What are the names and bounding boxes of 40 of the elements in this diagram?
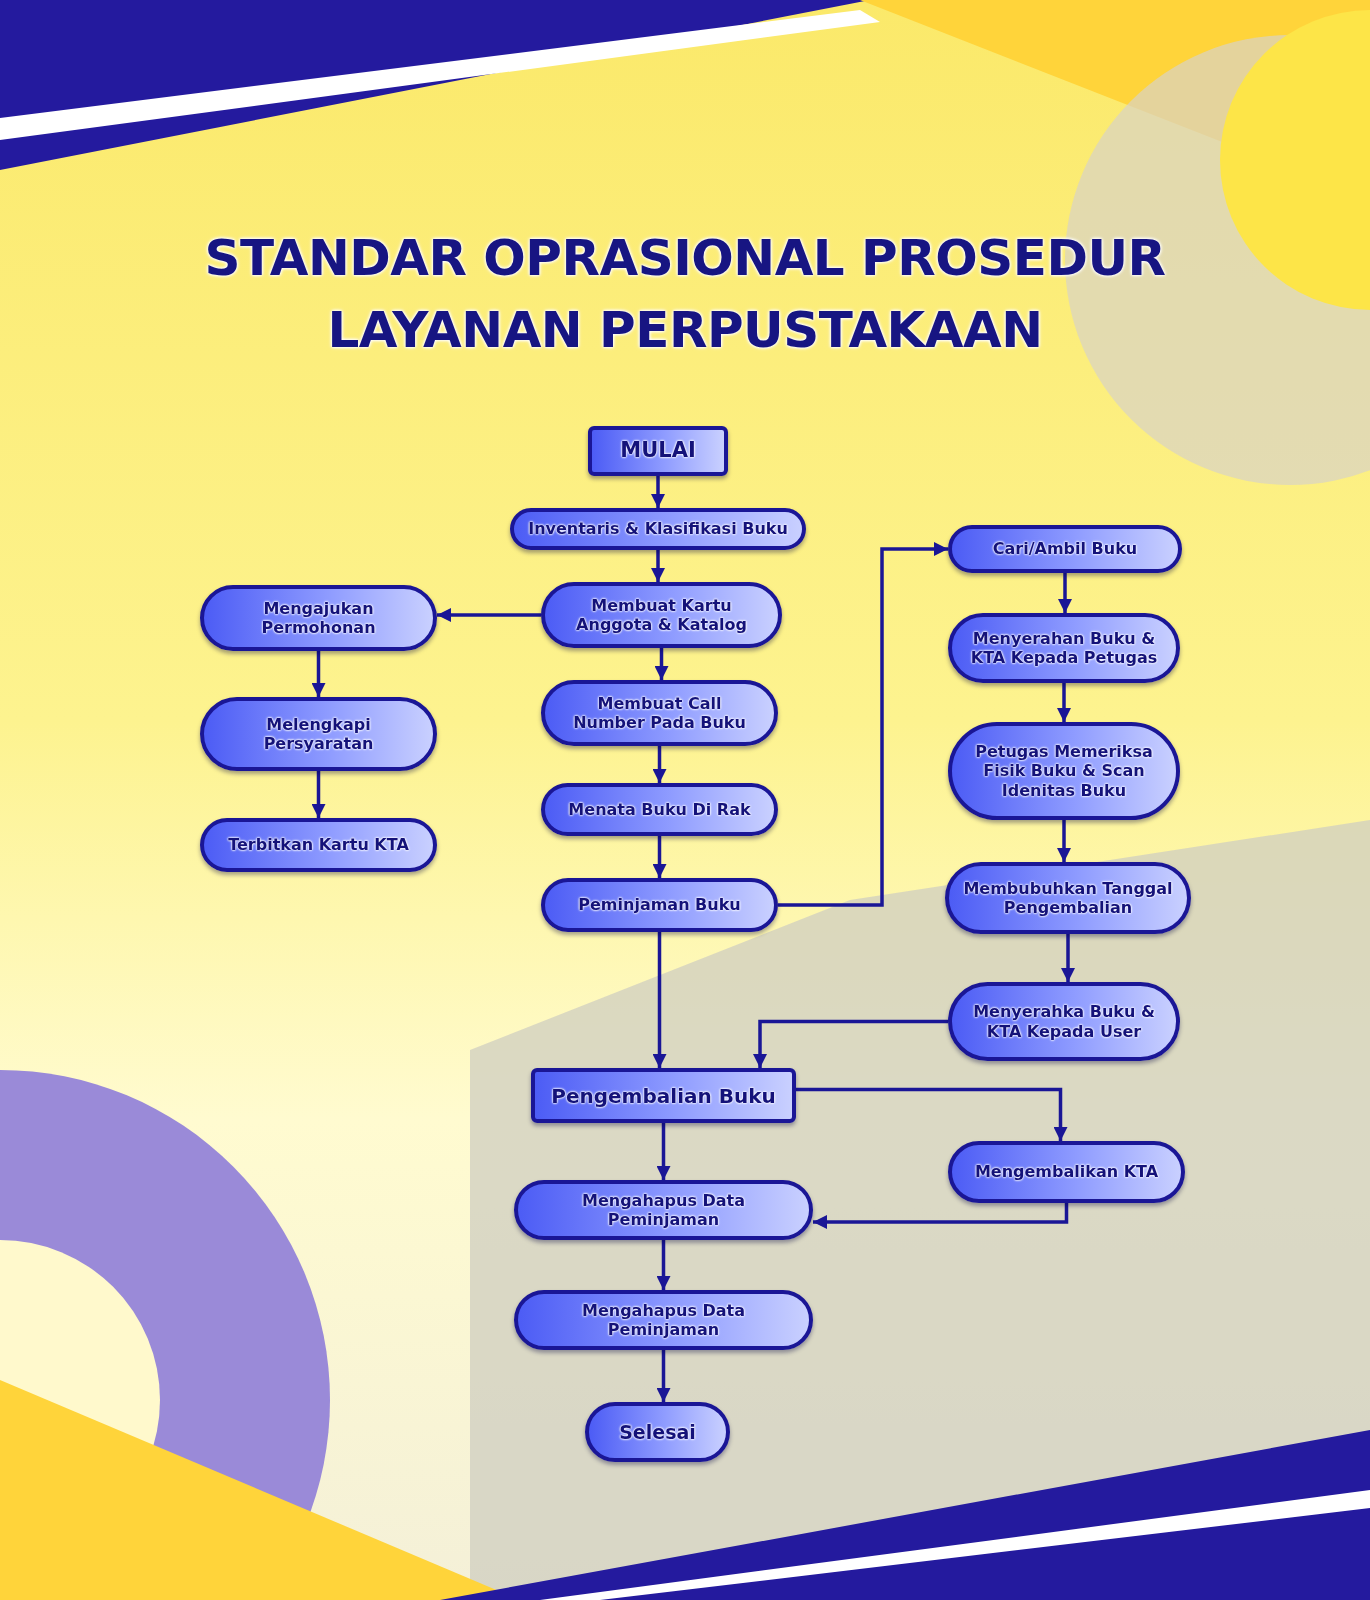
process-step: Mengajukan Permohonan [200,585,437,651]
process-step: Membuat Call Number Pada Buku [541,680,778,746]
process-step: Menyerahan Buku & KTA Kepada Petugas [948,613,1180,683]
arrow [651,550,665,582]
process-step: Pengembalian Buku [531,1068,796,1123]
arrow [1061,934,1075,982]
arrow [1058,573,1072,613]
process-step: Mengahapus Data Peminjaman [514,1180,813,1240]
arrow [311,771,326,818]
process-step: Menyerahka Buku & KTA Kepada User [948,982,1180,1061]
arrow [651,476,665,508]
process-step: MULAI [588,426,728,476]
arrow [652,932,667,1068]
arrow [813,1203,1069,1229]
process-step: Membuat Kartu Anggota & Katalog [541,582,782,648]
arrow [652,746,667,783]
arrow [311,651,326,697]
process-step: Mengahapus Data Peminjaman [514,1290,813,1350]
arrow [1057,683,1071,722]
process-step: Terbitkan Kartu KTA [200,818,437,872]
arrow [753,1019,948,1068]
arrow [656,1240,671,1290]
process-step: Mengembalikan KTA [948,1141,1185,1203]
process-step: Petugas Memeriksa Fisik Buku & Scan Idenitas Buku [948,722,1180,820]
process-step: Selesai [585,1402,730,1462]
arrow [778,542,948,907]
process-step: Menata Buku Di Rak [541,783,778,836]
arrow [654,648,669,680]
arrow [652,836,667,878]
arrow [656,1123,671,1180]
arrow [796,1087,1068,1141]
process-step: Cari/Ambil Buku [948,525,1182,573]
arrow [1057,820,1071,862]
process-step: Melengkapi Persyaratan [200,697,437,771]
arrow [656,1350,671,1402]
process-step: Membubuhkan Tanggal Pengembalian [945,862,1191,934]
process-step: Inventaris & Klasifikasi Buku [510,508,806,550]
title: STANDAR OPRASIONAL PROSEDUR LAYANAN PERPUSTAKAAN [203,228,1167,361]
process-step: Peminjaman Buku [541,878,778,932]
arrow [437,608,541,622]
